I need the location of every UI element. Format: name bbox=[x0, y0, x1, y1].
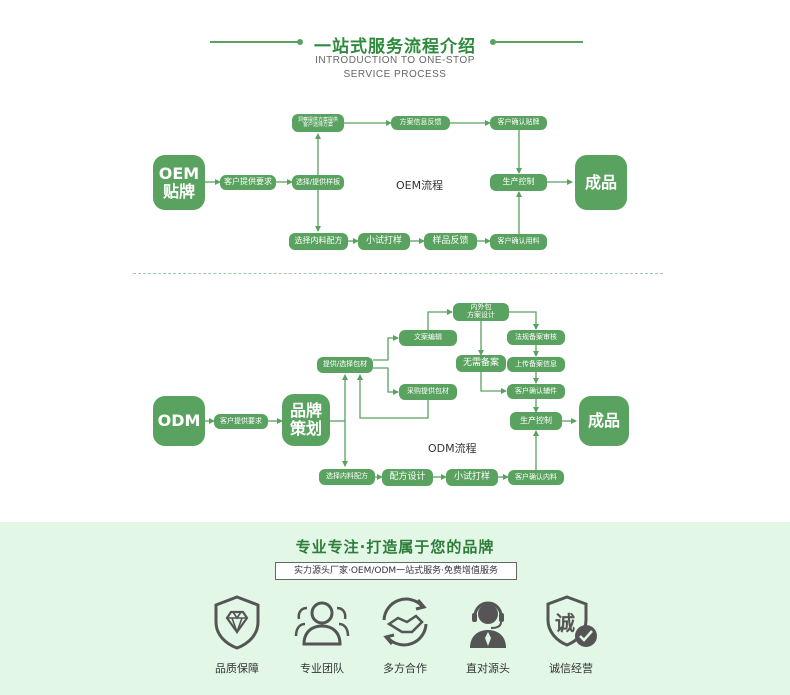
odm-edge-inner-regulation bbox=[509, 311, 539, 330]
flow-connectors bbox=[205, 120, 577, 480]
odm-production-node: 生产控制 bbox=[510, 412, 562, 430]
oem-end-node: 成品 bbox=[575, 155, 627, 210]
oem-plan-node: 洞察提供方案提供 客户选择方案 bbox=[292, 114, 344, 132]
odm-brand-node: 品牌 策划 bbox=[282, 394, 330, 446]
odm-trial-node: 小试打样 bbox=[446, 469, 498, 486]
page-subtitle-line1: INTRODUCTION TO ONE-STOP bbox=[315, 55, 475, 66]
feature-quality: 品质保障 bbox=[192, 594, 282, 676]
title-dot-left bbox=[297, 39, 303, 45]
odm-no-filing-node: 无需备案 bbox=[456, 355, 506, 372]
handshake-icon bbox=[360, 594, 450, 650]
odm-edge-pack-copy bbox=[373, 335, 399, 361]
oem-trial-node: 小试打样 bbox=[358, 233, 410, 250]
oem-flow-label: OEM流程 bbox=[396, 179, 444, 192]
odm-end-node: 成品 bbox=[579, 396, 629, 446]
feature-label-cooperation: 多方合作 bbox=[383, 662, 427, 675]
odm-copywriting-node: 文案编辑 bbox=[399, 330, 457, 346]
feature-label-team: 专业团队 bbox=[300, 662, 344, 675]
oem-start-node: OEM 贴牌 bbox=[153, 155, 205, 210]
odm-flow-label: ODM流程 bbox=[428, 442, 477, 455]
team-icon bbox=[277, 594, 367, 650]
odm-edge-nofiling-confirm bbox=[480, 371, 507, 394]
oem-select-node: 选择/提供样板 bbox=[292, 175, 344, 190]
odm-confirm-parts-node: 客户确认辅件 bbox=[507, 384, 565, 399]
odm-inner-pack-node: 内外包 方案设计 bbox=[453, 303, 509, 321]
diamond-shield-icon bbox=[192, 594, 282, 650]
odm-request-node: 客户提供要求 bbox=[214, 414, 268, 429]
feature-cooperation: 多方合作 bbox=[360, 594, 450, 676]
odm-edge-copy-inner bbox=[427, 309, 453, 330]
odm-regulation-node: 法规备案审核 bbox=[507, 330, 565, 345]
feature-team: 专业团队 bbox=[277, 594, 367, 676]
title-line-right bbox=[493, 41, 583, 43]
feature-label-source: 直对源头 bbox=[466, 662, 510, 675]
oem-feedback-node: 方案信息反馈 bbox=[391, 116, 450, 130]
page-title: 一站式服务流程介绍 bbox=[314, 37, 476, 57]
customer-service-icon bbox=[443, 594, 533, 650]
title-line-left bbox=[210, 41, 300, 43]
odm-start-node: ODM bbox=[153, 396, 205, 446]
section-separator bbox=[133, 273, 663, 274]
odm-edge-purchase-back bbox=[357, 374, 429, 419]
feature-integrity: 诚 诚信经营 bbox=[526, 594, 616, 676]
oem-inner-formula-node: 选择内料配方 bbox=[289, 233, 348, 250]
footer-subtitle: 实力源头厂家·OEM/ODM一站式服务·免费增值服务 bbox=[275, 562, 517, 580]
oem-request-node: 客户提供要求 bbox=[220, 175, 276, 190]
oem-confirm-label-node: 客户确认贴牌 bbox=[490, 116, 547, 130]
odm-upload-filing-node: 上传备案信息 bbox=[507, 357, 565, 372]
oem-production-node: 生产控制 bbox=[490, 174, 547, 191]
odm-provide-pack-node: 提供/选择包材 bbox=[317, 357, 373, 373]
feature-label-quality: 品质保障 bbox=[215, 662, 259, 675]
page-subtitle-line2: SERVICE PROCESS bbox=[343, 69, 447, 80]
integrity-character: 诚 bbox=[555, 611, 575, 635]
odm-inner-formula-node: 选择内料配方 bbox=[319, 469, 375, 485]
odm-purchase-pack-node: 采购提供包材 bbox=[399, 384, 457, 400]
footer-band bbox=[0, 522, 790, 695]
oem-confirm-material-node: 客户确认用料 bbox=[490, 234, 547, 250]
footer-title: 专业专注·打造属于您的品牌 bbox=[295, 538, 495, 556]
integrity-shield-icon: 诚 bbox=[542, 594, 600, 650]
odm-formula-design-node: 配方设计 bbox=[382, 469, 433, 486]
feature-label-integrity: 诚信经营 bbox=[549, 662, 593, 675]
oem-sample-feedback-node: 样品反馈 bbox=[424, 233, 477, 250]
odm-confirm-material-node: 客户确认内料 bbox=[508, 470, 564, 485]
odm-edge-pack-purchase bbox=[373, 367, 399, 395]
feature-source: 直对源头 bbox=[443, 594, 533, 676]
